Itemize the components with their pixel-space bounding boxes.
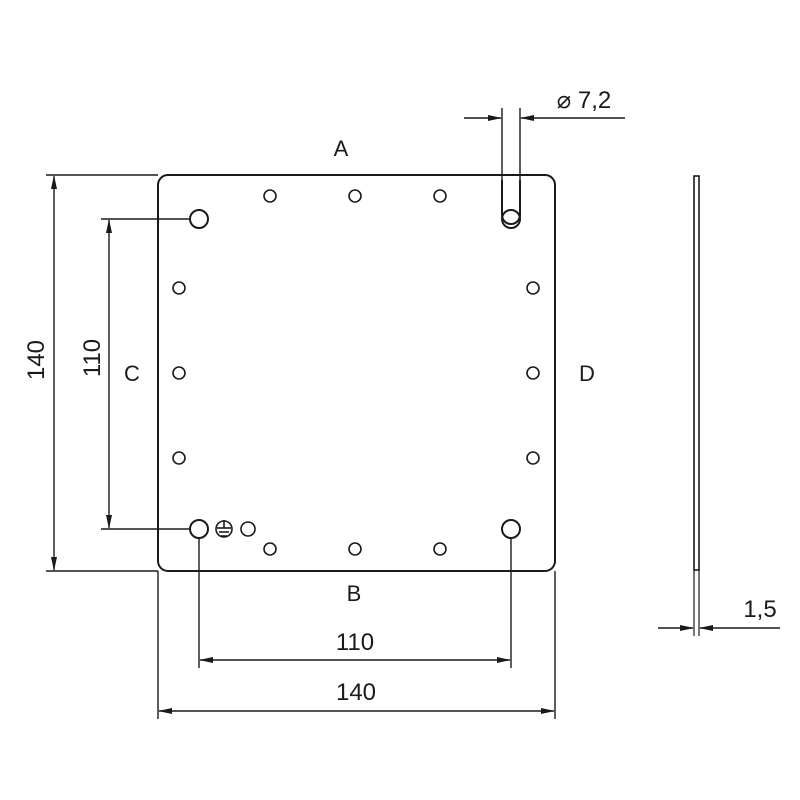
dimension-text: 140 [23, 340, 50, 380]
mounting-hole-top-right [501, 209, 521, 229]
dimension-text: 140 [336, 679, 376, 706]
small-holes [172, 189, 540, 556]
mounting-hole-bottom-right [501, 519, 521, 539]
dimension-bottom-outer: 140 [157, 571, 556, 719]
side-profile-view [693, 175, 700, 571]
dimension-bottom-inner: 110 [198, 538, 512, 668]
small-hole [172, 281, 186, 295]
dimension-text: ⌀ 7,2 [557, 87, 611, 114]
dimension-text: 1,5 [743, 596, 776, 623]
small-hole [172, 451, 186, 465]
side-label-b: B [347, 581, 362, 606]
small-hole [263, 542, 277, 556]
small-hole [348, 189, 362, 203]
side-label-d: D [579, 361, 595, 386]
dimension-hole-diameter: ⌀ 7,2 [464, 87, 625, 206]
dimension-text: 110 [79, 339, 106, 377]
small-hole [348, 542, 362, 556]
mounting-holes [189, 180, 521, 539]
small-hole [172, 366, 186, 380]
side-label-a: A [334, 136, 349, 161]
small-hole [526, 451, 540, 465]
small-hole [433, 542, 447, 556]
ground-icon [215, 520, 233, 538]
mounting-slot-top-right [501, 180, 521, 225]
small-hole [240, 521, 256, 537]
dimension-thickness: 1,5 [658, 570, 780, 636]
small-hole [526, 281, 540, 295]
small-hole [433, 189, 447, 203]
dimension-left-outer: 140 [23, 174, 158, 572]
dimension-text: 110 [336, 629, 374, 656]
small-hole [526, 366, 540, 380]
dimension-left-inner: 110 [79, 218, 190, 530]
small-hole [263, 189, 277, 203]
plate-outline [157, 174, 556, 572]
mounting-hole-bottom-left [189, 519, 209, 539]
side-label-c: C [124, 361, 140, 386]
mounting-hole-top-left [189, 209, 209, 229]
